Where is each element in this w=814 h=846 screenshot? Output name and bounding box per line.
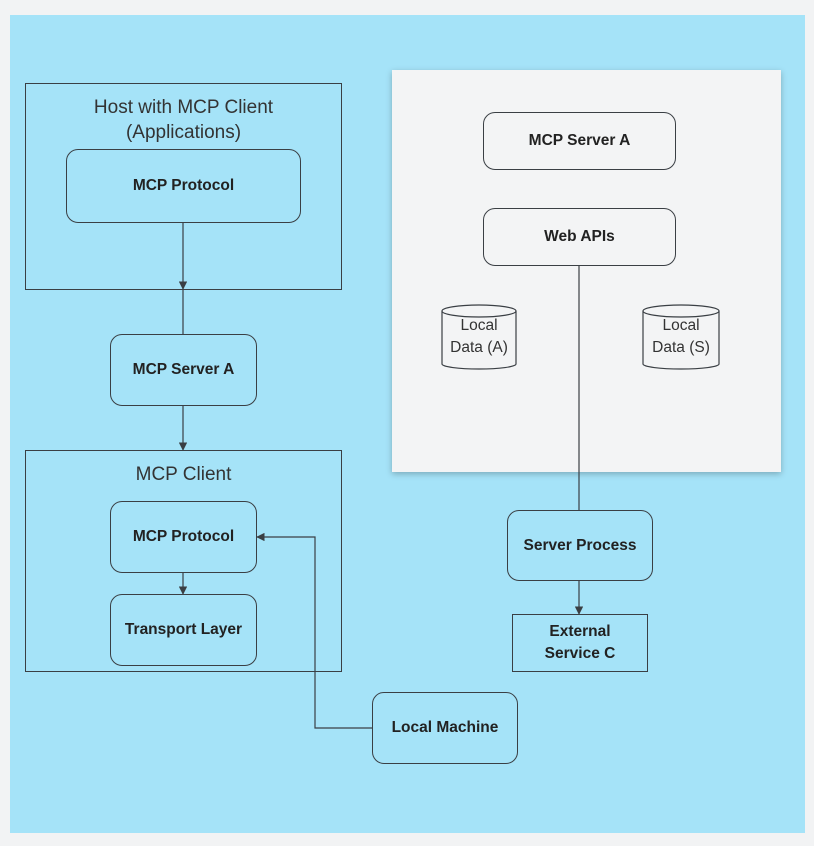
client-frame-title: MCP Client bbox=[135, 464, 232, 485]
mcp-server-a-label: MCP Server A bbox=[132, 361, 235, 378]
external-service-node[interactable]: External Service C bbox=[512, 614, 648, 672]
server-process-node[interactable]: Server Process bbox=[507, 510, 653, 581]
local-data-s-line1: Local bbox=[662, 317, 700, 334]
local-machine-label: Local Machine bbox=[391, 719, 499, 736]
external-service-line1: External bbox=[549, 623, 611, 640]
transport-layer-label: Transport Layer bbox=[124, 621, 243, 638]
host-frame-title: Host with MCP Client (Applications) bbox=[26, 95, 341, 145]
mcp-server-a-node[interactable]: MCP Server A bbox=[110, 334, 257, 406]
panel-mcp-server-a-node[interactable]: MCP Server A bbox=[483, 112, 676, 170]
host-title-line1: Host with MCP Client bbox=[93, 97, 274, 118]
host-title-line2: (Applications) bbox=[125, 122, 242, 143]
local-data-a-line2: Data (A) bbox=[450, 339, 508, 356]
transport-layer-node[interactable]: Transport Layer bbox=[110, 594, 257, 666]
local-data-a-label: Local Data (A) bbox=[442, 315, 516, 359]
web-apis-label: Web APIs bbox=[544, 228, 615, 245]
panel-mcp-server-a-label: MCP Server A bbox=[528, 132, 631, 149]
host-mcp-protocol-label: MCP Protocol bbox=[132, 177, 235, 194]
client-mcp-protocol-node[interactable]: MCP Protocol bbox=[110, 501, 257, 573]
web-apis-node[interactable]: Web APIs bbox=[483, 208, 676, 266]
client-mcp-protocol-label: MCP Protocol bbox=[132, 528, 235, 545]
host-frame: Host with MCP Client (Applications) bbox=[25, 83, 342, 290]
local-data-a-line1: Local bbox=[460, 317, 498, 334]
local-data-s-line2: Data (S) bbox=[652, 339, 710, 356]
external-service-line2: Service C bbox=[544, 645, 616, 662]
local-data-s-label: Local Data (S) bbox=[643, 315, 719, 359]
local-machine-node[interactable]: Local Machine bbox=[372, 692, 518, 764]
server-process-label: Server Process bbox=[523, 536, 637, 554]
client-frame: MCP Client bbox=[25, 450, 342, 672]
host-mcp-protocol-node[interactable]: MCP Protocol bbox=[66, 149, 301, 223]
